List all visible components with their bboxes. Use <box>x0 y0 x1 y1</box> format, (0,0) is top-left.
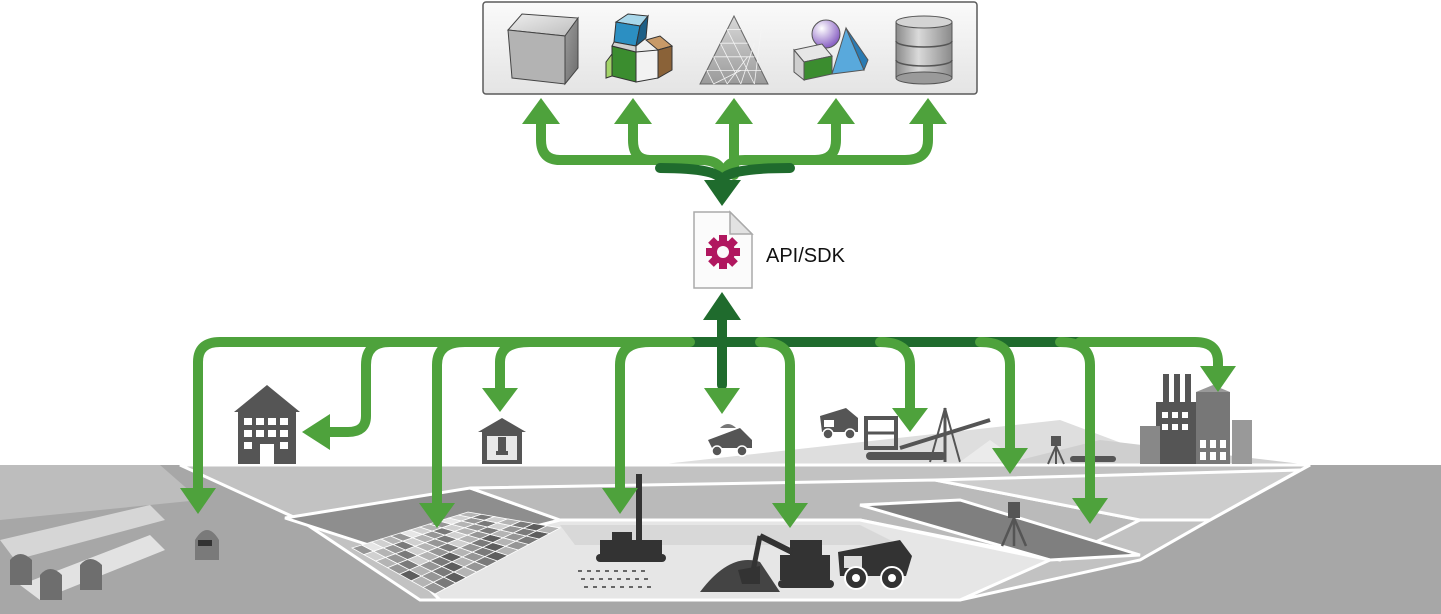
upper-arrowheads <box>522 98 947 206</box>
colored-block-model-icon[interactable] <box>605 13 674 83</box>
processing-plant-icon <box>1140 374 1252 464</box>
core-shed-icon <box>478 418 526 464</box>
office-building-icon <box>234 385 300 464</box>
survey-instrument-pit-icon <box>1000 502 1028 547</box>
cube-block-model-icon[interactable] <box>506 13 579 86</box>
dump-truck-small-icon <box>820 408 858 440</box>
api-sdk-document-icon[interactable] <box>693 210 754 289</box>
software-tools-panel <box>482 1 978 95</box>
block-grid-icon <box>350 511 562 595</box>
conveyor-plant-icon <box>864 407 1020 463</box>
database-icon[interactable] <box>895 15 953 85</box>
api-sdk-label: API/SDK <box>766 245 846 267</box>
geometric-solids-icon[interactable] <box>793 19 869 82</box>
dump-truck-icon <box>838 540 912 590</box>
gear-icon <box>706 235 740 269</box>
lower-connector-arrows <box>193 313 1223 510</box>
upper-connector-arrows <box>536 117 933 187</box>
haul-truck-icon <box>708 424 752 457</box>
lower-arrowheads <box>180 292 1236 528</box>
underground-tunnels-icon <box>0 505 219 600</box>
drill-rig-icon <box>578 474 666 588</box>
excavator-icon <box>700 533 834 592</box>
triangulated-surface-icon[interactable] <box>699 14 769 85</box>
